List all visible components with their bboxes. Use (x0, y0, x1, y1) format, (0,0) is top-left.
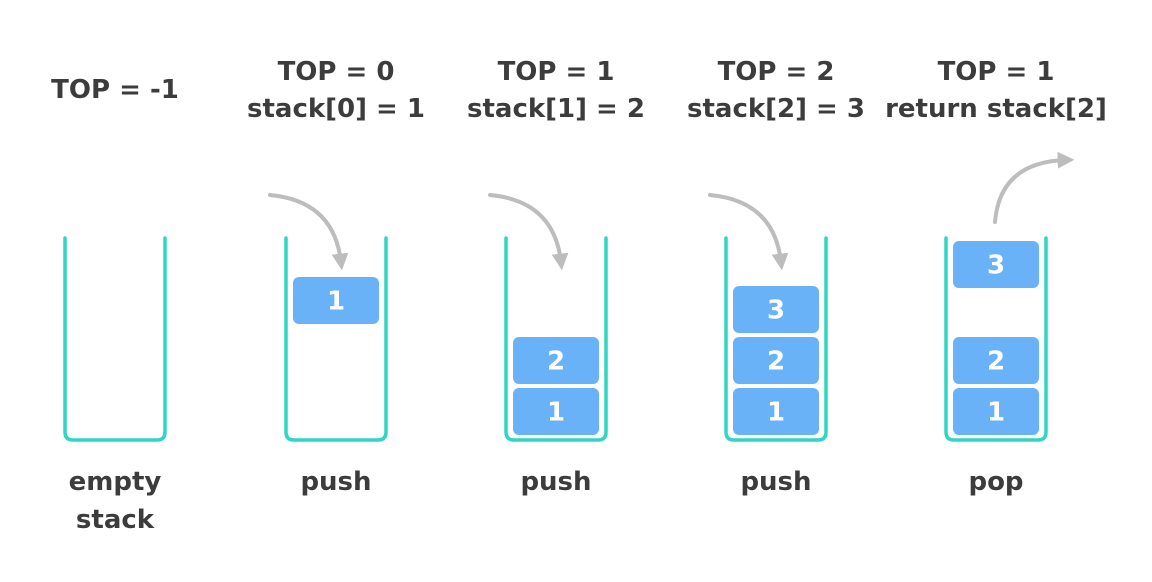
stack-block: 2 (953, 337, 1039, 384)
top-label-line: return stack[2] (885, 94, 1107, 124)
stack-block: 2 (513, 337, 599, 384)
stack-container (284, 236, 388, 442)
operation-caption: push (520, 467, 591, 497)
stack-block-box (733, 286, 819, 333)
top-label-line: TOP = 1 (938, 57, 1055, 87)
top-label-line: stack[2] = 3 (687, 94, 865, 124)
stack-block: 1 (293, 277, 379, 324)
stack-block-value: 1 (767, 398, 785, 428)
stack-block-box (513, 388, 599, 435)
top-label-line: stack[1] = 2 (467, 94, 645, 124)
stack-block-box (953, 388, 1039, 435)
stack-state-3: TOP = 1 stack[1] = 2 1 2 push (467, 57, 645, 497)
stack-block-value: 1 (327, 287, 345, 317)
stack-block-value: 3 (987, 251, 1005, 281)
stack-block-value: 3 (767, 296, 785, 326)
operation-caption: empty (69, 467, 162, 497)
stack-block-box (293, 277, 379, 324)
push-arrow-icon (708, 193, 789, 271)
operation-caption: push (300, 467, 371, 497)
stack-state-1: TOP = -1 empty stack (51, 75, 179, 535)
operation-caption: pop (968, 467, 1023, 497)
stack-block: 3 (733, 286, 819, 333)
stack-block-value: 2 (767, 347, 785, 377)
stack-block-box (733, 337, 819, 384)
stack-state-5: TOP = 1 return stack[2] 1 2 3 pop (885, 57, 1107, 497)
stack-block: 1 (513, 388, 599, 435)
stack-block-value: 1 (547, 398, 565, 428)
stack-state-4: TOP = 2 stack[2] = 3 1 2 3 push (687, 57, 865, 497)
stack-block-value: 2 (547, 347, 565, 377)
top-label-line: TOP = 2 (718, 57, 835, 87)
stack-block: 2 (733, 337, 819, 384)
top-label-line: TOP = -1 (51, 75, 179, 105)
stack-states: TOP = -1 empty stack TOP = 0 stack[0] = 1 1 pu… (51, 57, 1107, 535)
push-arrow-icon (488, 193, 569, 271)
stack-block-box (953, 241, 1039, 288)
stack-block: 1 (953, 388, 1039, 435)
stack-block-box (513, 337, 599, 384)
stack-container (944, 236, 1048, 442)
top-label-line: stack[0] = 1 (247, 94, 425, 124)
stack-container (724, 236, 828, 442)
stack-block: 1 (733, 388, 819, 435)
pop-arrow-icon (993, 151, 1075, 224)
top-label-line: TOP = 0 (278, 57, 395, 87)
stack-block-box (733, 388, 819, 435)
stack-container (504, 236, 608, 442)
push-arrow-icon (268, 193, 349, 271)
stack-block-value: 1 (987, 398, 1005, 428)
stack-state-2: TOP = 0 stack[0] = 1 1 push (247, 57, 425, 497)
operation-caption: push (740, 467, 811, 497)
operation-caption: stack (76, 505, 155, 535)
stack-block: 3 (953, 241, 1039, 288)
stack-block-value: 2 (987, 347, 1005, 377)
top-label-line: TOP = 1 (498, 57, 615, 87)
stack-block-box (953, 337, 1039, 384)
stack-container (63, 236, 167, 442)
